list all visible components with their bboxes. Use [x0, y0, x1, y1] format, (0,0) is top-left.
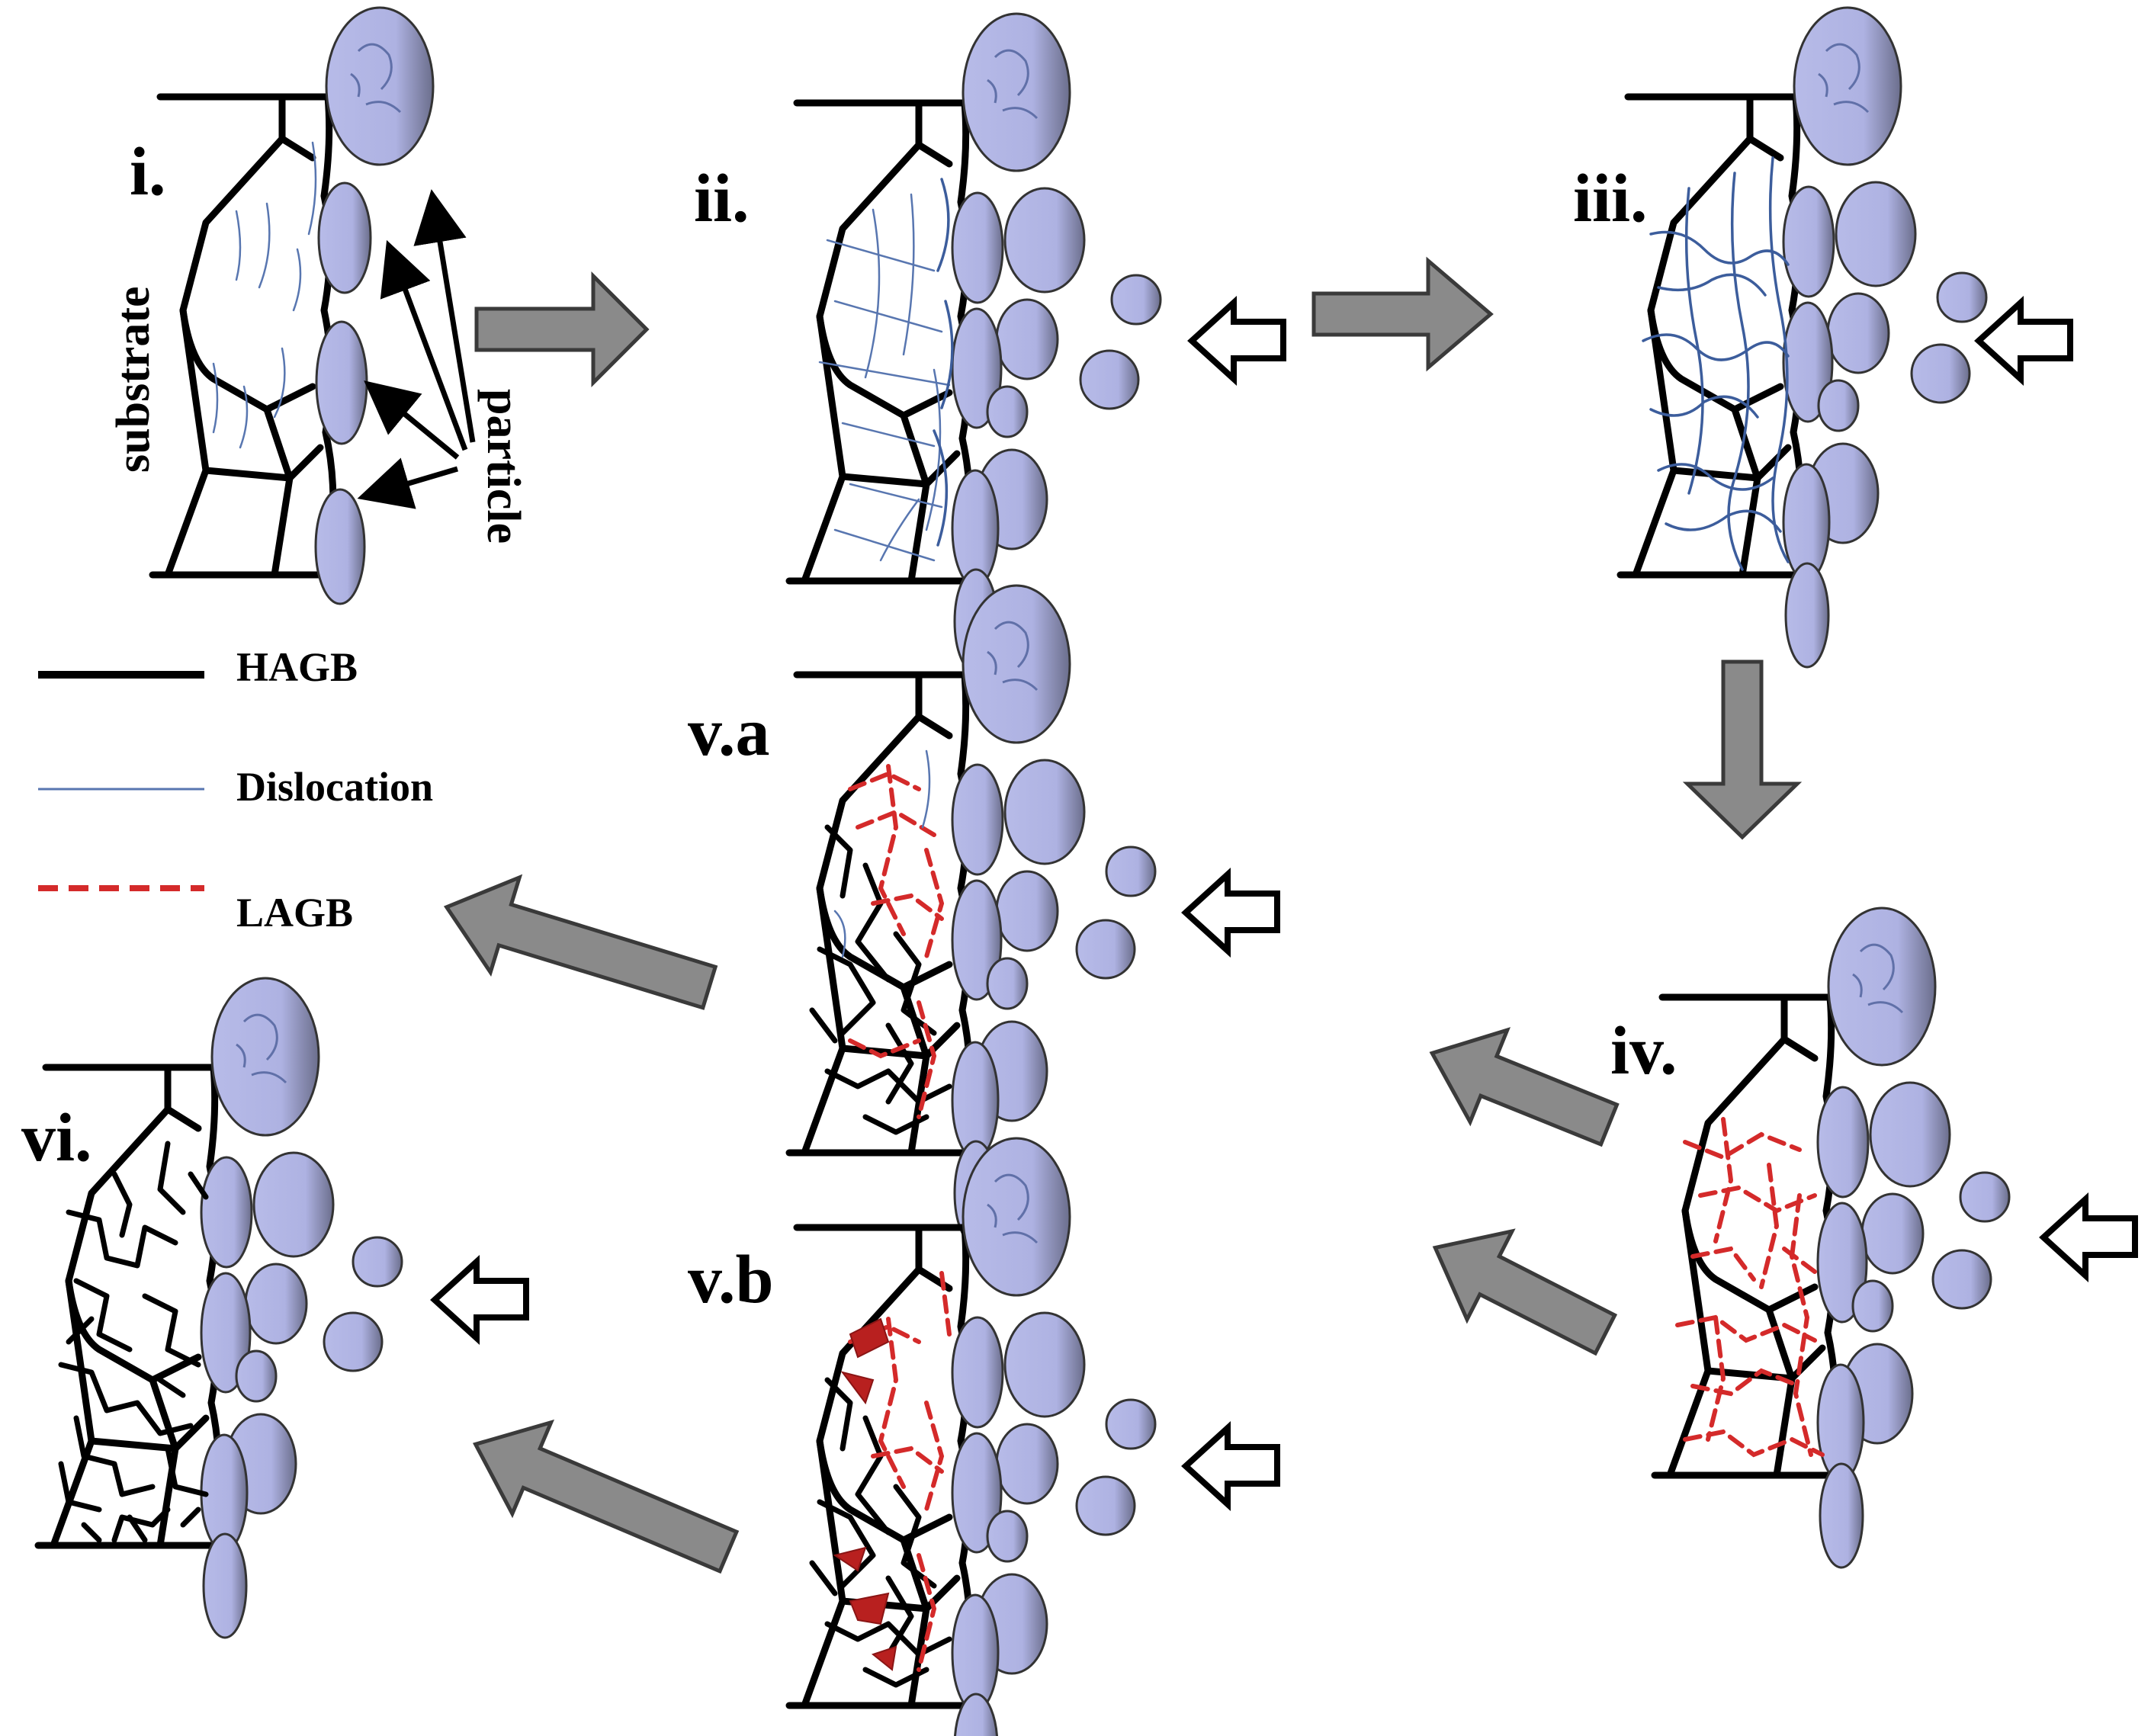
- legend-hagb-label: HAGB: [236, 644, 358, 690]
- stage-iii: [1620, 6, 1917, 669]
- stage-label-ii: ii.: [694, 161, 750, 236]
- stage-vb: [789, 1137, 1086, 1736]
- legend-dislocation-label: Dislocation: [236, 764, 433, 810]
- stage-vi: [38, 977, 335, 1639]
- stage-i: [152, 6, 435, 605]
- stage-ii: [789, 12, 1086, 675]
- particle-pointer-arrows: [357, 189, 476, 509]
- stage-label-vb: v.b: [688, 1242, 774, 1317]
- stage-label-va: v.a: [688, 695, 770, 770]
- stage-label-iv: iv.: [1610, 1013, 1677, 1089]
- incoming-particles: [323, 271, 2011, 1536]
- legend: HAGB Dislocation LAGB: [38, 644, 433, 935]
- stage-iv: [1655, 907, 1951, 1569]
- stage-label-i: i.: [130, 134, 166, 210]
- particle-label: particle: [477, 389, 529, 544]
- stage-label-vi: vi.: [21, 1100, 92, 1176]
- impact-arrows: [430, 295, 2138, 1512]
- stage-label-iii: iii.: [1573, 161, 1648, 236]
- stage-va: [789, 584, 1086, 1247]
- legend-lagb-label: LAGB: [236, 890, 353, 935]
- substrate-label: substrate: [108, 286, 159, 473]
- process-arrows: [443, 256, 1803, 1574]
